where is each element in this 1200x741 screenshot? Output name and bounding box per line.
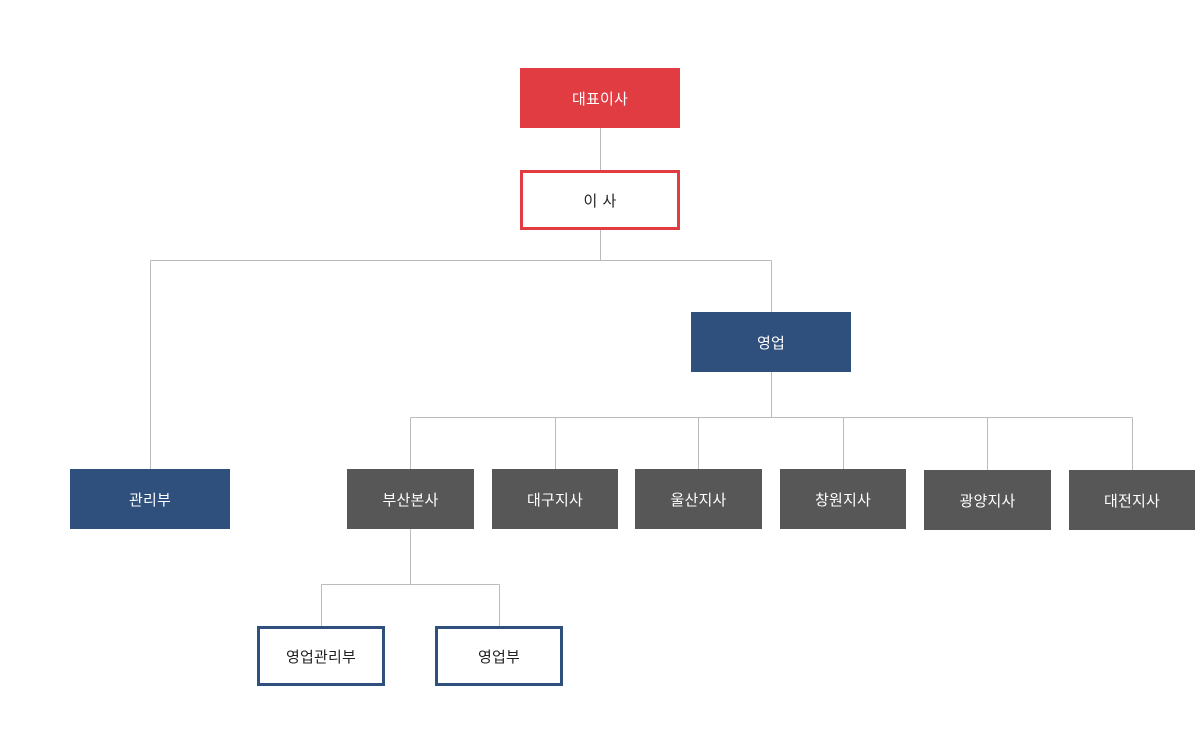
- branch-label: 울산지사: [670, 490, 727, 509]
- branch-label: 광양지사: [959, 491, 1016, 510]
- director-box: 이 사: [520, 170, 680, 230]
- management-dept-label: 관리부: [128, 490, 171, 509]
- branch-label: 창원지사: [814, 490, 871, 509]
- branch-box-daegu: 대구지사: [492, 469, 618, 529]
- ceo-label: 대표이사: [571, 89, 628, 108]
- branch-label: 부산본사: [382, 490, 439, 509]
- branch-box-daejeon: 대전지사: [1069, 470, 1195, 530]
- sales-dept-box: 영업: [691, 312, 851, 372]
- team-box-sales: 영업부: [435, 626, 563, 686]
- team-label: 영업부: [477, 647, 520, 666]
- branch-box-gwangyang: 광양지사: [924, 470, 1051, 530]
- team-box-sales-management: 영업관리부: [257, 626, 385, 686]
- ceo-box: 대표이사: [520, 68, 680, 128]
- sales-dept-label: 영업: [756, 333, 785, 352]
- branch-box-ulsan: 울산지사: [635, 469, 762, 529]
- branch-label: 대구지사: [526, 490, 583, 509]
- branch-box-busan: 부산본사: [347, 469, 474, 529]
- branch-box-changwon: 창원지사: [780, 469, 906, 529]
- director-label: 이 사: [583, 191, 617, 210]
- branch-label: 대전지사: [1103, 491, 1160, 510]
- management-dept-box: 관리부: [70, 469, 230, 529]
- team-label: 영업관리부: [285, 647, 356, 666]
